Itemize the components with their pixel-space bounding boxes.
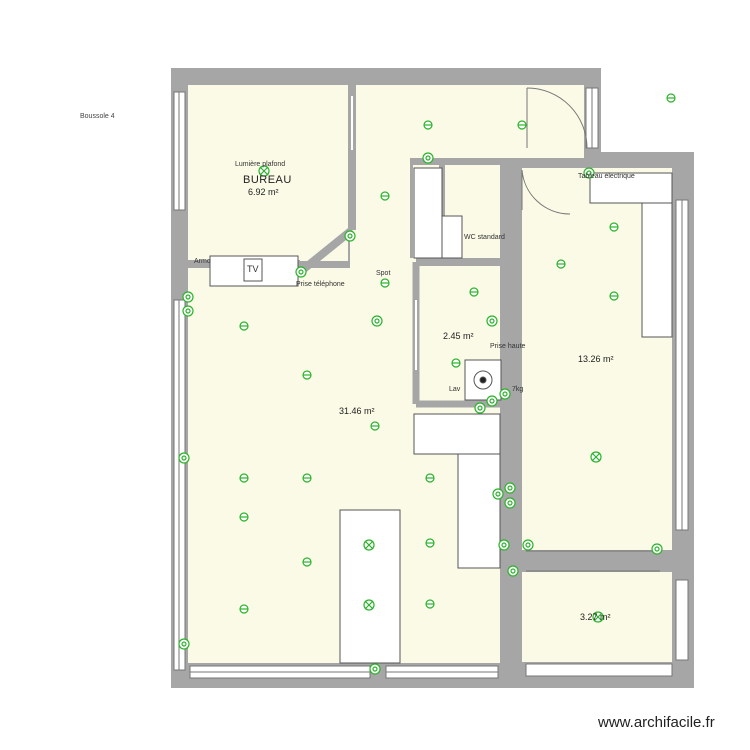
outlet-icon xyxy=(423,120,433,130)
socket-icon xyxy=(182,291,194,303)
bureau-light-label: Lumière plafond xyxy=(235,161,286,168)
outlet-icon xyxy=(609,222,619,232)
windows xyxy=(173,87,689,679)
outlet-icon xyxy=(469,287,479,297)
outlet-icon xyxy=(380,278,390,288)
socket-icon xyxy=(371,315,383,327)
socket-icon xyxy=(422,152,434,164)
bureau-room-name: BUREAU xyxy=(243,174,292,186)
prise-haute-label: Prise haute xyxy=(490,343,526,350)
washer-label: Lav xyxy=(449,386,461,393)
outlet-icon xyxy=(302,473,312,483)
socket-icon xyxy=(178,638,190,650)
phone-outlet-label: Prise téléphone xyxy=(296,281,345,288)
socket-icon xyxy=(182,305,194,317)
outlet-icon xyxy=(425,599,435,609)
light-icon xyxy=(363,599,375,611)
outlet-icon xyxy=(451,358,461,368)
outlet-icon xyxy=(425,538,435,548)
socket-icon xyxy=(522,539,534,551)
bureau-area: 6.92 m² xyxy=(248,187,279,197)
socket-icon xyxy=(474,402,486,414)
socket-icon xyxy=(295,266,307,278)
light-icon xyxy=(592,611,604,623)
armoire-label: Armo xyxy=(194,258,211,265)
outlet-icon xyxy=(302,557,312,567)
floor-entry xyxy=(356,85,584,158)
wc-label: WC standard xyxy=(464,234,505,241)
washer-capacity-label: 7kg xyxy=(512,386,524,393)
outlet-icon xyxy=(425,473,435,483)
wc-bowl xyxy=(441,215,463,259)
tv-label: TV xyxy=(247,264,259,274)
socket-icon xyxy=(651,543,663,555)
socket-icon xyxy=(507,565,519,577)
socket-icon xyxy=(498,539,510,551)
outlet-icon xyxy=(556,259,566,269)
living-area: 31.46 m² xyxy=(339,406,375,416)
window-small xyxy=(675,579,689,661)
socket-icon xyxy=(499,388,511,400)
light-icon xyxy=(590,451,602,463)
socket-icon xyxy=(344,230,356,242)
outlet-icon xyxy=(666,93,676,103)
wc-cabinet xyxy=(413,167,443,259)
electrical-symbols xyxy=(178,93,676,675)
socket-icon xyxy=(369,663,381,675)
socket-icon xyxy=(492,488,504,500)
kitchen-counter-side xyxy=(457,453,501,569)
outlet-icon xyxy=(609,291,619,301)
socket-icon xyxy=(504,497,516,509)
compass-label: Boussole 4 xyxy=(80,113,115,120)
watermark: www.archifacile.fr xyxy=(598,714,715,731)
socket-icon xyxy=(486,315,498,327)
wardrobe xyxy=(641,202,673,338)
entry-door-swing xyxy=(526,87,588,149)
spot-label: Spot xyxy=(376,270,391,277)
kitchen-island xyxy=(339,509,401,664)
socket-icon xyxy=(583,167,595,179)
outlet-icon xyxy=(239,604,249,614)
outlet-icon xyxy=(239,473,249,483)
bedroom-door-swing xyxy=(521,169,571,215)
outlet-icon xyxy=(517,120,527,130)
socket-icon xyxy=(178,452,190,464)
outlet-icon xyxy=(239,321,249,331)
window-small-south xyxy=(525,663,673,677)
electric-panel xyxy=(589,172,673,204)
kitchen-counter-top xyxy=(413,413,501,455)
outlet-icon xyxy=(302,370,312,380)
socket-icon xyxy=(504,482,516,494)
outlet-icon xyxy=(380,191,390,201)
small-room-area: 3.27 m² xyxy=(580,612,611,622)
tv-screen xyxy=(243,258,263,282)
bedroom-area: 13.26 m² xyxy=(578,354,614,364)
electric-panel-label: Tableau électrique xyxy=(578,173,635,180)
outlet-icon xyxy=(370,421,380,431)
bathroom-area: 2.45 m² xyxy=(443,331,474,341)
doors xyxy=(351,87,660,572)
light-icon xyxy=(258,165,270,177)
outlet-icon xyxy=(239,512,249,522)
light-icon xyxy=(363,539,375,551)
socket-icon xyxy=(486,395,498,407)
